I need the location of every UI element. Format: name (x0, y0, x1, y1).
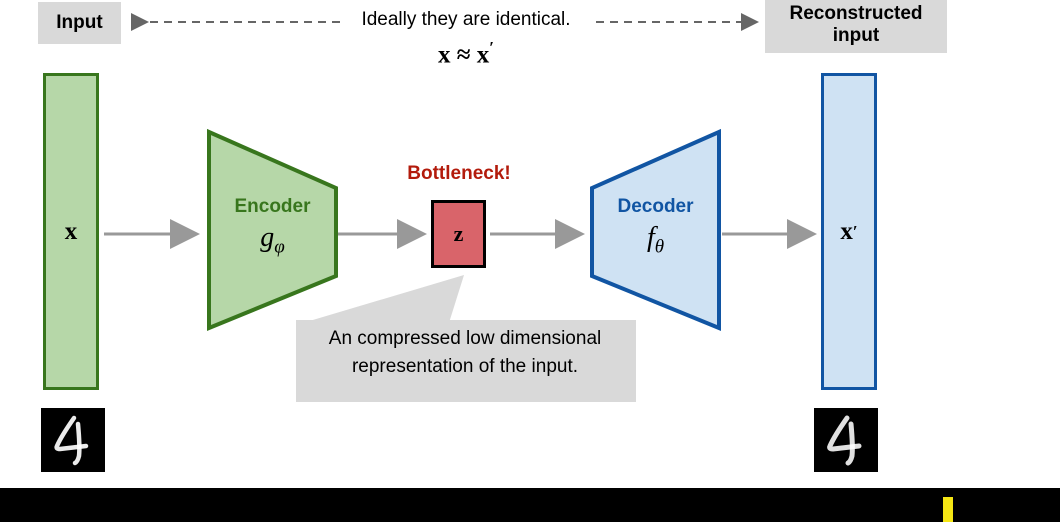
formula-approx-sign: ≈ (456, 41, 471, 69)
formula-prime-mark: ′ (489, 38, 494, 57)
identity-caption: Ideally they are identical. (361, 9, 571, 30)
footer-cursor-marker (943, 497, 953, 522)
callout-line-1: An compressed low dimensional (328, 328, 602, 349)
formula-x-term: x (437, 41, 451, 69)
input-sample-digit (41, 408, 105, 472)
formula-xprime-term: x (476, 41, 490, 69)
callout-text: An compressed low dimensional representa… (300, 325, 630, 380)
bottleneck-box: z (431, 200, 486, 268)
input-label-box: Input (38, 2, 121, 44)
decoder-trapezoid-shape (590, 128, 721, 331)
reconstructed-input-label-box: Reconstructed input (765, 0, 947, 53)
bottleneck-symbol: z (453, 221, 464, 246)
input-vector-symbol: x (64, 217, 78, 245)
footer-bar (0, 488, 1060, 522)
output-vector-bar: x′ (821, 73, 877, 390)
output-vector-symbol: x (840, 217, 853, 245)
callout-line-2: representation of the input. (351, 355, 579, 377)
handwritten-four-icon (827, 415, 862, 466)
identity-formula: x ≈ x′ (390, 38, 542, 69)
output-sample-digit (814, 408, 878, 472)
bottleneck-title: Bottleneck! (407, 163, 511, 184)
input-vector-bar: x (43, 73, 99, 390)
encoder-trapezoid-shape (207, 128, 338, 331)
callout-balloon-shape (296, 275, 636, 402)
output-vector-prime-mark: ′ (852, 221, 858, 241)
handwritten-four-icon (54, 415, 89, 466)
